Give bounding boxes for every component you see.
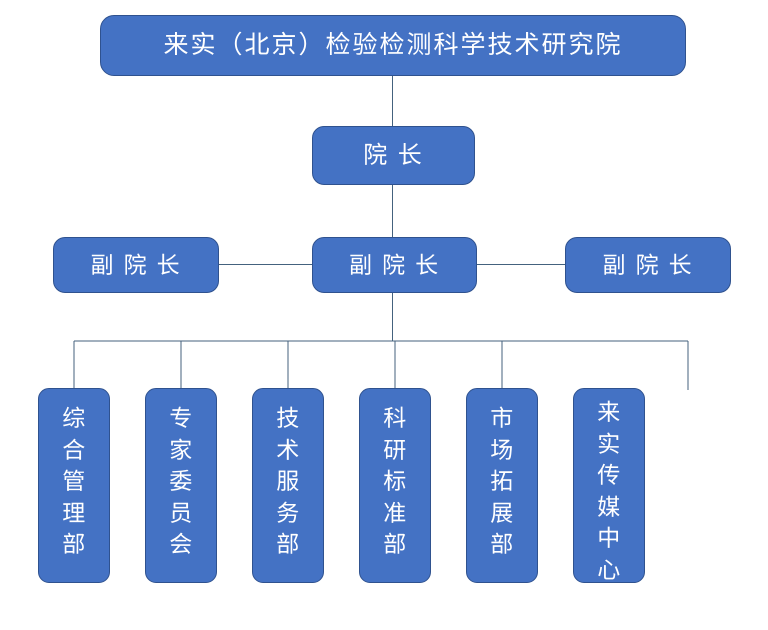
node-vice-director-left[interactable]: 副 院 长	[53, 237, 219, 293]
node-department-general-management[interactable]: 综合管理部	[38, 388, 110, 583]
node-vice-director-right[interactable]: 副 院 长	[565, 237, 731, 293]
node-vice-director-center[interactable]: 副 院 长	[312, 237, 477, 293]
department-label: 市场拓展部	[490, 405, 514, 557]
node-department-research-standards[interactable]: 科研标准部	[359, 388, 431, 583]
department-label: 专家委员会	[169, 405, 193, 557]
department-label: 技术服务部	[276, 405, 300, 557]
department-label: 科研标准部	[383, 405, 407, 557]
node-department-technical-service[interactable]: 技术服务部	[252, 388, 324, 583]
node-director[interactable]: 院 长	[312, 126, 475, 185]
department-label: 综合管理部	[62, 405, 86, 557]
node-department-market-development[interactable]: 市场拓展部	[466, 388, 538, 583]
node-department-laishi-media-center[interactable]: 来实传媒中心	[573, 388, 645, 583]
node-institute-title[interactable]: 来实（北京）检验检测科学技术研究院	[100, 15, 686, 76]
department-label: 来实传媒中心	[597, 399, 621, 583]
node-department-expert-committee[interactable]: 专家委员会	[145, 388, 217, 583]
